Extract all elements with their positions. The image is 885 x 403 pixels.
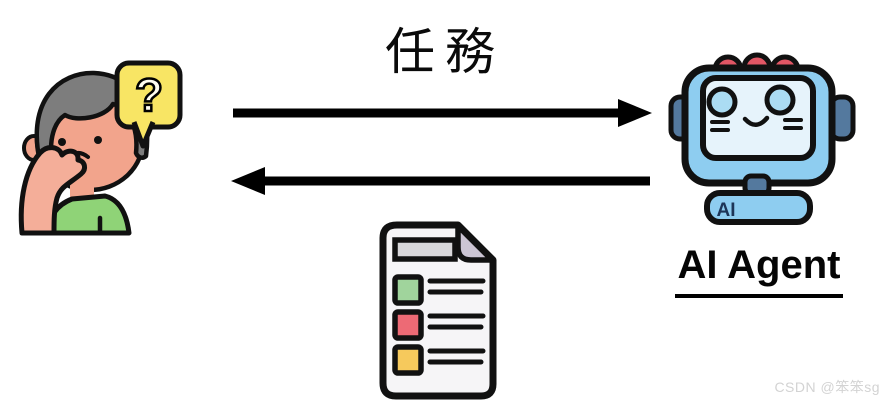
checklist-square-green xyxy=(392,274,424,306)
robot-body xyxy=(704,190,813,225)
checklist-square-red xyxy=(392,309,424,341)
robot-smile xyxy=(742,115,770,127)
task-arrow-head xyxy=(618,99,652,127)
robot-ai-badge: AI xyxy=(717,200,736,221)
robot-eye-right xyxy=(764,84,796,116)
task-label: 任務 xyxy=(385,24,505,80)
exchange-arrows xyxy=(231,99,652,195)
thinking-person-icon: ? xyxy=(18,60,183,236)
watermark: CSDN @笨笨sg xyxy=(774,379,880,395)
agent-label-wrap: AI Agent xyxy=(649,243,869,298)
robot-eye-left xyxy=(706,86,738,118)
checklist-text-lines xyxy=(427,278,486,365)
return-arrow-left xyxy=(231,167,650,195)
person-eye-left xyxy=(58,138,66,146)
document-fold-corner xyxy=(455,223,495,263)
document-header-bar xyxy=(392,237,458,262)
task-checklist-icon xyxy=(379,221,497,400)
question-mark-glyph: ? xyxy=(135,69,163,121)
person-shirt xyxy=(45,193,132,236)
checklist-square-yellow xyxy=(392,344,424,376)
robot-cheek-lines xyxy=(710,118,803,132)
agent-label: AI Agent xyxy=(674,243,844,298)
task-arrow-right xyxy=(233,99,652,127)
ai-robot-icon: AI xyxy=(668,52,856,225)
person-hand-on-chin xyxy=(18,145,88,236)
person-eye-right xyxy=(94,136,102,144)
question-bubble-tail xyxy=(131,121,156,149)
return-arrow-head xyxy=(231,167,265,195)
